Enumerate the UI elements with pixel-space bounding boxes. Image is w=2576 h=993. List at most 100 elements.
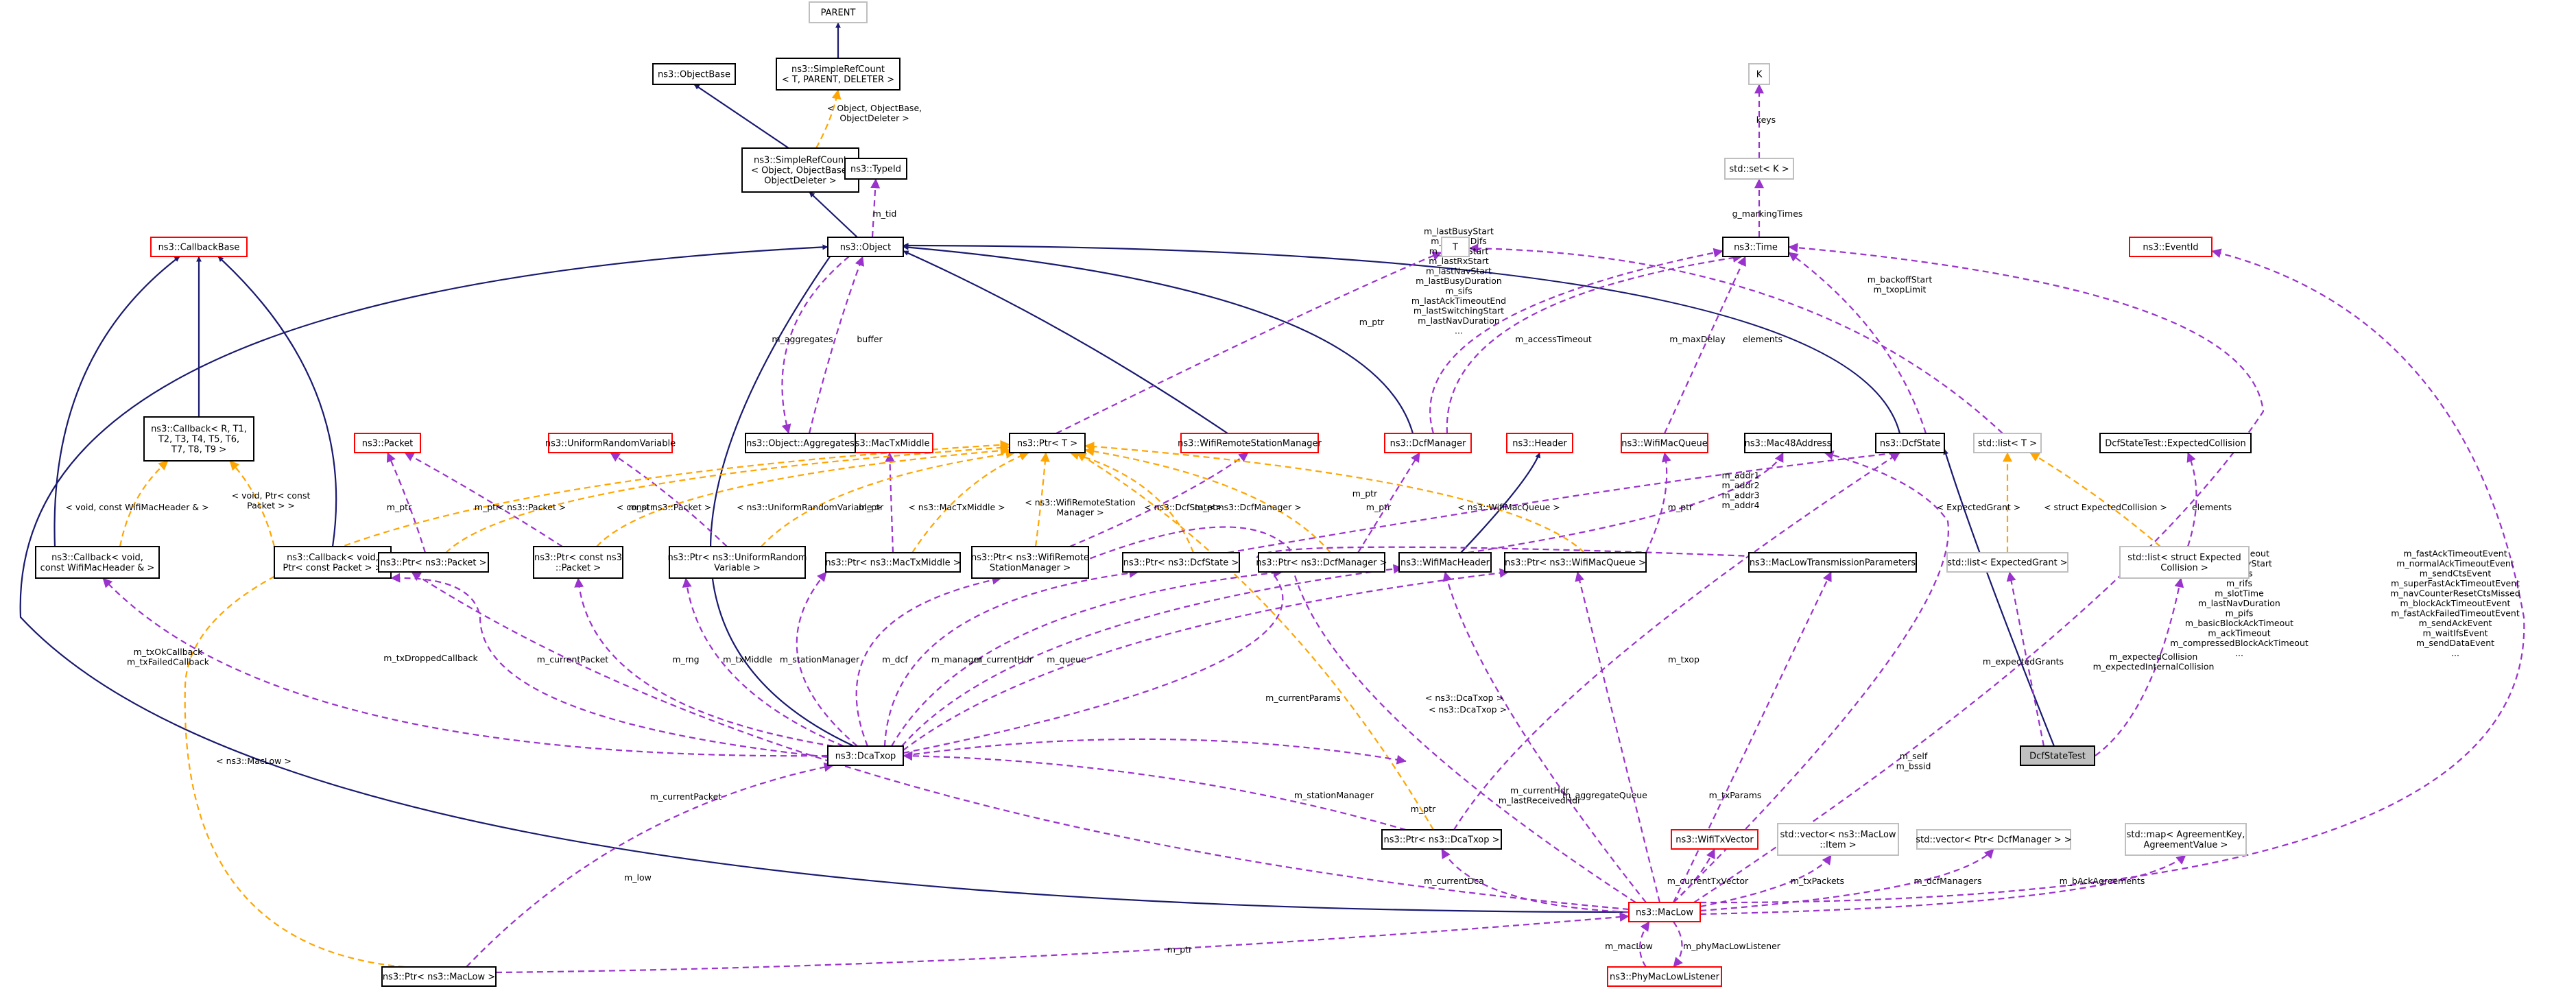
edge-DcaTxop-to-PtrDcaTxop [903,751,1407,831]
edge-label-PtrT-to-PtrWifiMacQueue: < ns3::WifiMacQueue > [1457,502,1560,512]
node-MacLow[interactable]: ns3::MacLow [1628,902,1701,922]
node-label-TypeId: ns3::TypeId [850,165,901,175]
node-WifiTxVector[interactable]: ns3::WifiTxVector [1671,829,1758,850]
node-label-PARENT: PARENT [821,8,856,19]
node-label-WifiTxVector: ns3::WifiTxVector [1675,835,1754,846]
node-T[interactable]: T [1441,237,1470,257]
node-label-Time: ns3::Time [1734,243,1778,253]
edge-PtrMacTxMiddle-to-DcaTxop [796,571,858,747]
edge-Time-to-WifiMacQueue [1663,256,1747,434]
node-Header[interactable]: ns3::Header [1506,433,1573,453]
node-CallbackHdr[interactable]: ns3::Callback< void,const WifiMacHeader … [35,546,160,579]
node-CallbackBase[interactable]: ns3::CallbackBase [150,237,248,257]
node-VecItem[interactable]: std::vector< ns3::MacLow::Item > [1777,823,1899,856]
node-VecDcfMgr[interactable]: std::vector< Ptr< DcfManager > > [1916,829,2072,850]
node-PtrConstPacket[interactable]: ns3::Ptr< const ns3::Packet > [533,546,623,579]
edge-PtrPacket-to-MacLow [411,571,1630,911]
node-TypeId[interactable]: ns3::TypeId [844,158,907,180]
edge-CallbackPkt-to-DcaTxop [390,573,828,758]
node-WifiMacHeader[interactable]: ns3::WifiMacHeader [1398,552,1492,573]
node-WifiMacQueue[interactable]: ns3::WifiMacQueue [1621,433,1708,453]
node-ListEG[interactable]: std::list< ExpectedGrant > [1946,552,2068,573]
node-PtrDcfState[interactable]: ns3::Ptr< ns3::DcfState > [1122,552,1240,573]
edge-VecDcfMgr-to-MacLow [1700,848,1994,912]
node-MLTP[interactable]: ns3::MacLowTransmissionParameters [1748,552,1917,573]
node-box-WRSM [1180,433,1319,453]
node-URV[interactable]: ns3::UniformRandomVariable [545,433,676,453]
edge-label-CallbackB-to-CallbackHdr: < void, const WifiMacHeader & > [65,502,208,512]
node-PtrMacLow[interactable]: ns3::Ptr< ns3::MacLow > [381,966,497,987]
edge-DcfState-to-PtrDcfState [1227,448,1900,554]
node-MacTxMiddle[interactable]: ns3::MacTxMiddle [846,433,933,453]
edge-WifiMacQueue-to-PtrWifiMacQueue [1645,452,1671,553]
edge-label-MLTP-to-DcaTxop: m_currentParams [1265,693,1341,703]
node-SetK[interactable]: std::set< K > [1724,158,1794,180]
edge-ExpColl-to-ListEC [2186,452,2197,547]
node-ExpColl[interactable]: DcfStateTest::ExpectedCollision [2099,433,2252,453]
edge-PtrT-to-PtrURV [761,448,1016,547]
node-label-K: K [1756,70,1763,80]
node-SimpleRefCountObj[interactable]: ns3::SimpleRefCount< Object, ObjectBase,… [741,147,859,193]
node-CallbackPkt[interactable]: ns3::Callback< void,Ptr< const Packet > … [274,546,392,579]
edge-label-PtrWifiMacQueue-to-MacLow: m_aggregateQueue [1562,790,1647,800]
node-box-ListEC [2119,546,2250,579]
node-label-Object: ns3::Object [840,243,891,253]
node-CallbackB[interactable]: ns3::Callback< R, T1,T2, T3, T4, T5, T6,… [143,416,254,462]
node-PtrPacket[interactable]: ns3::Ptr< ns3::Packet > [378,552,489,573]
node-Packet[interactable]: ns3::Packet [354,433,421,453]
edge-label-Time-to-DcfManager: m_accessTimeout [1515,334,1592,344]
node-box-PtrPacket [378,552,489,573]
edge-label-MLTP-to-MacLow: m_txParams [1709,790,1762,800]
node-PtrT[interactable]: ns3::Ptr< T > [1009,433,1086,453]
edge-Object-to-DcfManager [903,244,1414,434]
node-label-Mac48Address: ns3::Mac48Address [1745,439,1832,449]
node-PtrDcfManager[interactable]: ns3::Ptr< ns3::DcfManager > [1256,552,1387,573]
node-ListT[interactable]: std::list< T > [1973,433,2042,453]
edge-label-T-to-ListT: elements [1743,334,1782,344]
node-K[interactable]: K [1748,63,1770,85]
node-label-CallbackB: ns3::Callback< R, T1,T2, T3, T4, T5, T6,… [151,424,247,455]
node-label-PtrMacTxMiddle: ns3::Ptr< ns3::MacTxMiddle > [825,558,960,569]
node-Object[interactable]: ns3::Object [827,237,904,257]
edge-MacLow-to-PhyMacLowListener [1639,921,1650,968]
node-PtrDcaTxop[interactable]: ns3::Ptr< ns3::DcaTxop > [1381,829,1502,850]
node-EventId[interactable]: ns3::EventId [2129,237,2213,257]
node-SimpleRefCountB[interactable]: ns3::SimpleRefCount< T, PARENT, DELETER … [776,58,901,91]
edge-PtrWRSM-to-DcaTxop [855,575,1002,747]
node-PARENT[interactable]: PARENT [809,1,868,23]
edge-label-WRSM-to-PtrWRSM: m_ptr [1195,502,1220,512]
node-box-PARENT [809,1,868,23]
edge-SimpleRefCountObj-to-Object [809,191,858,238]
node-label-SetK: std::set< K > [1729,165,1789,175]
edge-label-CallbackPkt-to-DcaTxop: m_txDroppedCallback [383,653,478,663]
node-box-ListEG [1946,552,2068,573]
node-DcfManager[interactable]: ns3::DcfManager [1384,433,1472,453]
node-label-ListT: std::list< T > [1978,439,2037,449]
node-DcfStateTest[interactable]: DcfStateTest [2020,745,2095,766]
node-label-DcfManager: ns3::DcfManager [1390,439,1466,449]
node-PhyMacLowListener[interactable]: ns3::PhyMacLowListener [1607,966,1722,987]
node-ObjectBase[interactable]: ns3::ObjectBase [652,63,736,85]
node-PtrMacTxMiddle[interactable]: ns3::Ptr< ns3::MacTxMiddle > [825,552,961,573]
node-MapAgr[interactable]: std::map< AgreementKey,AgreementValue > [2125,823,2247,856]
edge-WRSM-to-PtrWRSM [1069,452,1249,548]
edge-label-TypeId-to-Object: m_tid [873,208,897,219]
node-Mac48Address[interactable]: ns3::Mac48Address [1744,433,1832,453]
edge-label-PtrPacket-to-MacLow: m_currentPacket [650,791,722,802]
edge-T-to-ListT [1468,243,2003,434]
node-DcaTxop[interactable]: ns3::DcaTxop [827,745,904,766]
node-Time[interactable]: ns3::Time [1722,237,1789,257]
node-PtrWifiMacQueue[interactable]: ns3::Ptr< ns3::WifiMacQueue > [1504,552,1647,573]
node-WRSM[interactable]: ns3::WifiRemoteStationManager [1178,433,1322,453]
edge-Packet-to-PtrPacket [386,452,427,553]
edge-PtrWifiMacQueue-to-MacLow [1575,571,1661,903]
node-Aggregates[interactable]: ns3::Object::Aggregates [745,433,856,453]
node-DcfState[interactable]: ns3::DcfState [1875,433,1945,453]
edge-Time-to-DcfManager [1446,253,1743,434]
node-box-K [1748,63,1770,85]
